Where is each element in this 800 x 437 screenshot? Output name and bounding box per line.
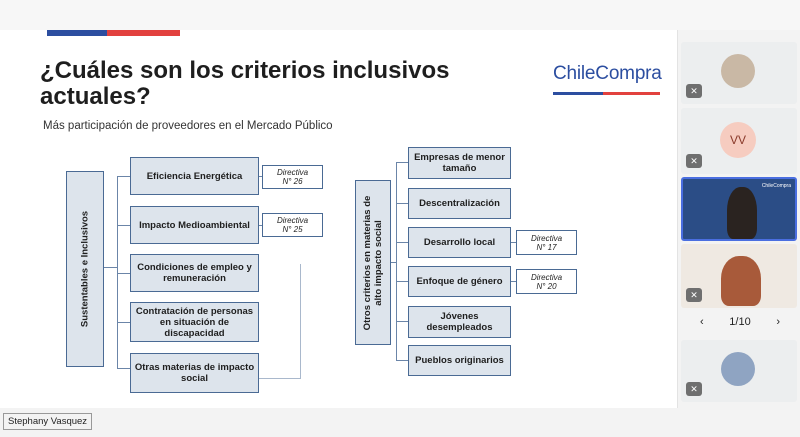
participant-video	[721, 256, 761, 306]
left-group-label-box: Sustentables e Inclusivos	[66, 171, 104, 367]
directiva-number: N° 17	[536, 242, 557, 252]
connector	[396, 360, 408, 361]
connector	[117, 176, 130, 177]
connector	[259, 378, 300, 379]
connector	[396, 242, 408, 243]
flag-bar-red	[107, 30, 180, 36]
participant-tile-active[interactable]: ChileCompra	[681, 177, 797, 241]
chevron-right-icon[interactable]: ›	[776, 316, 780, 328]
connector	[117, 322, 130, 323]
directiva-number: N° 25	[282, 225, 303, 234]
mic-muted-icon: ✕	[686, 382, 702, 396]
criterion-box: Condiciones de empleo y remuneración	[130, 254, 259, 292]
connector	[117, 273, 130, 274]
chilecompra-logo: ChileCompra	[553, 63, 665, 103]
directiva-number: N° 26	[282, 177, 303, 186]
directiva-box: Directiva N° 25	[262, 213, 323, 237]
criterion-box: Desarrollo local	[408, 227, 511, 258]
directiva-label: Directiva	[276, 216, 309, 225]
page-indicator: 1/10	[729, 316, 751, 328]
directiva-box: Directiva N° 17	[516, 230, 577, 255]
logo-bar-red	[603, 92, 660, 95]
connector	[511, 281, 516, 282]
directiva-label: Directiva	[530, 233, 563, 243]
top-bar	[0, 0, 800, 30]
logo-bar-blue	[553, 92, 603, 95]
criterion-box: Pueblos originarios	[408, 345, 511, 376]
connector	[259, 176, 263, 177]
criterion-box: Eficiencia Energética	[130, 157, 259, 195]
participant-avatar	[721, 352, 755, 386]
directiva-label: Directiva	[276, 168, 309, 177]
criterion-box: Otras materias de impacto social	[130, 353, 259, 393]
participant-tile[interactable]: ✕	[681, 42, 797, 104]
logo-text: ChileCompra	[553, 63, 662, 84]
participant-initials: VV	[720, 122, 756, 158]
right-group-label-box: Otros criterios en materias de alto impa…	[355, 180, 391, 345]
connector	[396, 162, 408, 163]
participant-video	[727, 187, 757, 239]
directiva-box: Directiva N° 20	[516, 269, 577, 294]
chevron-left-icon[interactable]: ‹	[700, 316, 704, 328]
flag-bar-blue	[47, 30, 107, 36]
mic-muted-icon: ✕	[686, 154, 702, 168]
connector	[396, 203, 408, 204]
connector	[300, 264, 301, 379]
criterion-box: Enfoque de género	[408, 266, 511, 297]
slide-title: ¿Cuáles son los criterios inclusivos act…	[40, 57, 450, 110]
connector	[511, 242, 516, 243]
participant-avatar	[721, 54, 755, 88]
participant-tile[interactable]: ✕	[681, 340, 797, 402]
directiva-label: Directiva	[530, 272, 563, 282]
criterion-box: Descentralización	[408, 188, 511, 219]
left-group-label: Sustentables e Inclusivos	[79, 210, 91, 328]
connector	[104, 267, 117, 268]
directiva-number: N° 20	[536, 281, 557, 291]
directiva-box: Directiva N° 26	[262, 165, 323, 189]
chilecompra-logo: ChileCompra	[761, 183, 791, 189]
criterion-box: Jóvenes desempleados	[408, 306, 511, 338]
connector	[391, 262, 396, 263]
pagination: ‹ 1/10 ›	[700, 316, 780, 328]
speaker-name-tag: Stephany Vasquez	[3, 413, 93, 430]
criterion-box: Empresas de menor tamaño	[408, 147, 511, 179]
mic-muted-icon: ✕	[686, 288, 702, 302]
connector	[396, 281, 408, 282]
connector	[117, 368, 130, 369]
connector	[117, 176, 118, 368]
participant-tile[interactable]: VV ✕	[681, 108, 797, 174]
right-group-label-line1: Otros criterios en materias de	[362, 195, 373, 330]
mic-muted-icon: ✕	[686, 84, 702, 98]
connector	[117, 225, 130, 226]
connector	[396, 162, 397, 360]
right-group-label-line2: alto impacto social	[373, 219, 384, 306]
participant-tile[interactable]: ✕	[681, 244, 797, 308]
criterion-box: Impacto Medioambiental	[130, 206, 259, 244]
connector	[396, 321, 408, 322]
slide-subtitle: Más participación de proveedores en el M…	[43, 120, 333, 132]
criterion-box: Contratación de personas en situación de…	[130, 302, 259, 342]
right-group-label: Otros criterios en materias de alto impa…	[362, 195, 384, 330]
connector	[259, 225, 263, 226]
